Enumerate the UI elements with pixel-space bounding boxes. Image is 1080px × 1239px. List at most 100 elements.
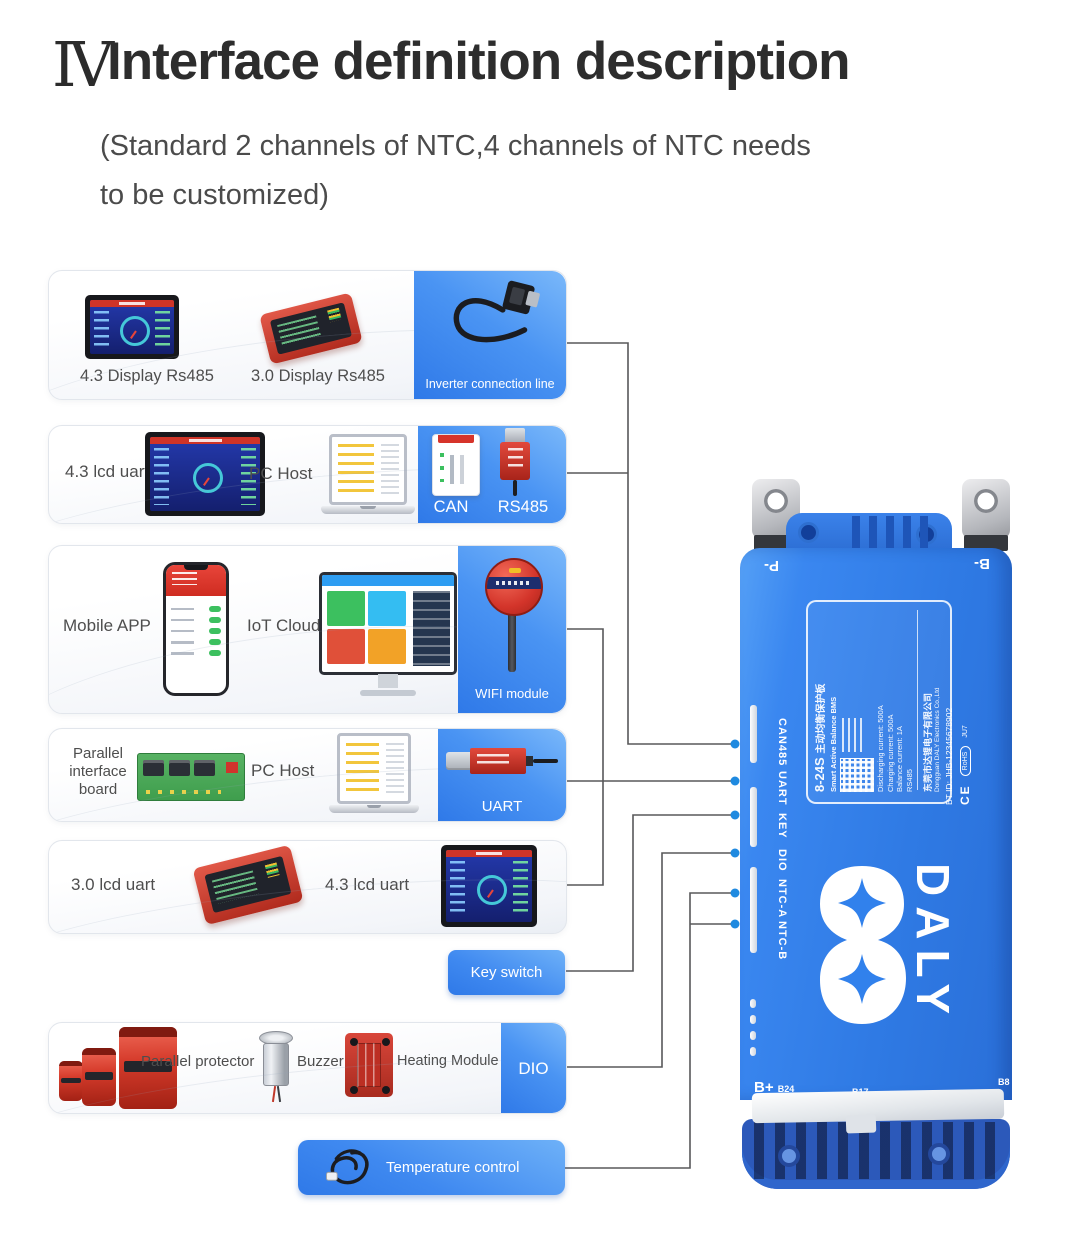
spec-comm: RS485 xyxy=(904,769,914,792)
bms-cert-block: BT ID: JHB-12345678902 CE RoHS JU7 xyxy=(944,635,984,805)
port-name-uart: UART xyxy=(776,771,788,806)
label-43-lcd-uart-2: 4.3 lcd uart xyxy=(325,875,410,894)
ntc-sensor-coil-icon xyxy=(325,1149,369,1185)
label-pc-host-2: PC Host xyxy=(251,761,315,780)
monitor-icon xyxy=(319,572,457,700)
qr-side-text xyxy=(842,718,864,752)
laptop-icon xyxy=(321,434,415,514)
port-box-uart: UART xyxy=(438,729,566,821)
qr-code xyxy=(840,758,874,792)
label-display-43-rs485: 4.3 Display Rs485 xyxy=(80,367,214,385)
label-iot-cloud: IoT Cloud xyxy=(247,616,321,635)
parallel-board-icon xyxy=(137,753,245,801)
balance-connector xyxy=(751,1088,1005,1124)
page-title: Interface definition description xyxy=(107,32,850,91)
connector-pin xyxy=(750,1015,756,1024)
key-switch-label: Key switch xyxy=(470,964,543,981)
subtitle-line2: to be customized) xyxy=(100,179,329,211)
page-subtitle: (Standard 2 channels of NTC,4 channels o… xyxy=(100,122,811,220)
terminal-p-minus: P- xyxy=(764,557,779,574)
port-name-can485: CAN485 xyxy=(776,718,788,767)
subtitle-line1: (Standard 2 channels of NTC,4 channels o… xyxy=(100,130,811,162)
bms-model: 8-24S xyxy=(812,757,827,792)
label-b-plus: B+ B24 xyxy=(754,1079,795,1096)
inverter-cable-icon xyxy=(453,280,540,343)
bt-id: BT ID: JHB-12345678902 xyxy=(944,707,954,805)
key-switch-box: Key switch xyxy=(448,950,565,995)
label-b8: B8 xyxy=(998,1077,1010,1087)
connector-pin xyxy=(750,999,756,1008)
wifi-module-icon xyxy=(485,558,543,672)
connector-pin xyxy=(750,1047,756,1056)
connector-slot xyxy=(750,867,757,953)
connector-pin xyxy=(750,1031,756,1040)
bms-device: P- B- 8-24S 主动均衡保护板 Smart Active Balance… xyxy=(740,475,1015,1195)
display-3_0-rs485-icon xyxy=(259,292,363,366)
port-label-dio: DIO xyxy=(518,1059,549,1078)
display-3_0-uart-icon xyxy=(192,844,304,926)
port-label-can: CAN xyxy=(433,498,469,516)
port-box-can-rs485: CAN RS485 xyxy=(418,426,566,523)
rev-code: JU7 xyxy=(961,725,969,738)
port-name-dio: DIO xyxy=(776,849,788,872)
label-b24: B24 xyxy=(777,1084,795,1094)
bms-model-cn: 主动均衡保护板 xyxy=(816,683,827,754)
port-box-inverter: Inverter connection line xyxy=(414,271,566,399)
row-app-cloud: Mobile APP IoT Cloud WIFI module xyxy=(48,545,567,714)
spec-charge: Charging current: 500A xyxy=(885,714,895,792)
label-30-lcd-uart: 3.0 lcd uart xyxy=(71,875,156,894)
daly-logo-icon xyxy=(820,866,906,1024)
rohs-mark: RoHS xyxy=(959,745,971,777)
label-parallel-interface-board: Parallel interface board xyxy=(69,745,127,798)
heating-module-icon xyxy=(345,1033,393,1097)
row-lcd-displays: 3.0 lcd uart 4.3 lcd uart xyxy=(48,840,567,934)
row-dio-devices: Parallel protector Buzzer Heating Module… xyxy=(48,1022,567,1114)
label-buzzer: Buzzer xyxy=(297,1053,344,1070)
can-adapter-icon xyxy=(432,434,480,496)
bms-spec-label: 8-24S 主动均衡保护板 Smart Active Balance BMS D… xyxy=(806,600,952,804)
display-4_3-rs485-icon xyxy=(85,295,179,359)
section-number: Ⅳ xyxy=(52,28,114,101)
buzzer-icon xyxy=(259,1031,293,1105)
port-box-dio: DIO xyxy=(501,1023,566,1113)
bms-top-ridge xyxy=(786,513,952,551)
display-4_3-uart-icon-2 xyxy=(441,845,537,927)
label-display-30-rs485: 3.0 Display Rs485 xyxy=(251,367,385,385)
bms-model-en: Smart Active Balance BMS xyxy=(829,696,838,792)
connector-slot xyxy=(750,787,757,847)
connector-dots xyxy=(730,739,740,929)
port-label-inverter: Inverter connection line xyxy=(425,377,555,391)
label-heating-module: Heating Module xyxy=(397,1053,499,1069)
spec-discharge: Discharging current: 500A xyxy=(876,705,885,792)
label-mobile-app: Mobile APP xyxy=(63,616,151,635)
mounting-tab-right xyxy=(962,479,1010,551)
usb-uart-icon xyxy=(446,741,558,781)
daly-brand-text: DALY xyxy=(907,863,959,1024)
port-name-ntc-b: NTC-B xyxy=(776,921,788,961)
temperature-control-label: Temperature control xyxy=(386,1159,520,1176)
port-label-wifi: WIFI module xyxy=(475,686,549,701)
display-4_3-uart-icon xyxy=(145,432,265,516)
port-box-wifi: WIFI module xyxy=(458,546,566,713)
spec-balance: Balance current: 1A xyxy=(895,726,904,792)
balance-connector-tab xyxy=(845,1114,877,1134)
port-label-uart: UART xyxy=(481,798,523,815)
company-en: Dongguan DALY Electronics Co.,Ltd xyxy=(934,687,941,792)
terminal-b-minus: B- xyxy=(974,555,990,572)
port-name-key: KEY xyxy=(776,813,788,839)
port-label-rs485: RS485 xyxy=(497,498,549,516)
row-display-rs485: 4.3 Display Rs485 3.0 Display Rs485 Inve… xyxy=(48,270,567,400)
phone-icon xyxy=(163,562,229,696)
company-cn: 东莞市达锂电子有限公司 xyxy=(923,692,933,792)
temperature-control-box: Temperature control xyxy=(298,1140,565,1195)
connector-slot xyxy=(750,705,757,763)
row-parallel-board: Parallel interface board PC Host UART xyxy=(48,728,567,822)
port-name-ntc-a: NTC-A xyxy=(776,879,788,919)
row-lcd-pc: 4.3 lcd uart PC Host CAN RS485 xyxy=(48,425,567,524)
label-pc-host: PC Host xyxy=(249,464,313,483)
label-parallel-protector: Parallel protector xyxy=(141,1053,255,1070)
label-43-lcd-uart: 4.3 lcd uart xyxy=(65,462,150,481)
rs485-stick-icon xyxy=(500,428,530,496)
